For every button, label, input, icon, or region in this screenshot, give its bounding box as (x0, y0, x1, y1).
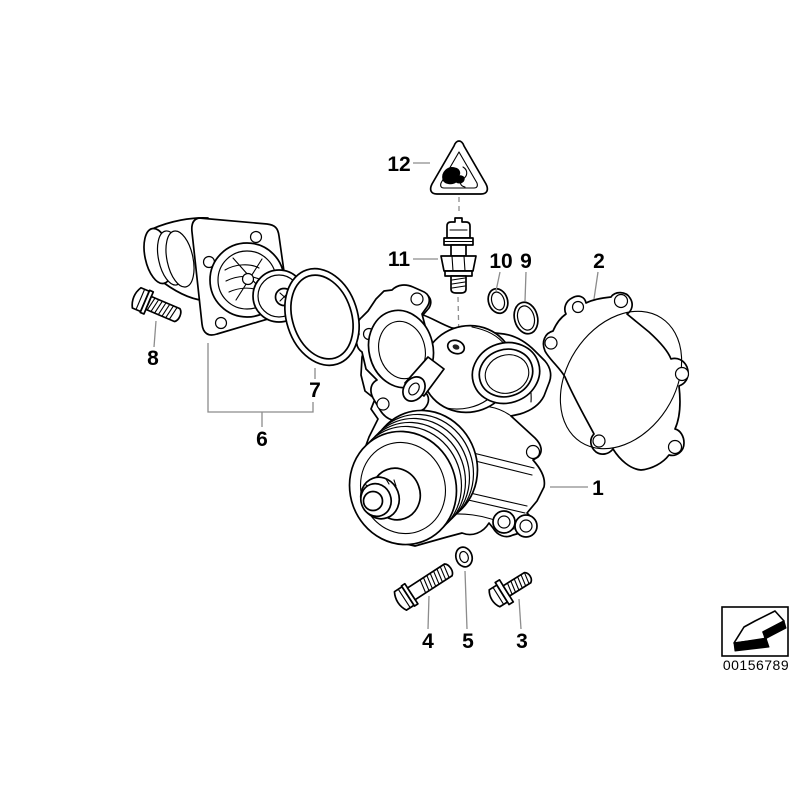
doc-number: 00156789 (723, 657, 789, 673)
shaft-bore (362, 490, 384, 512)
sealing-ring-10-part (487, 287, 509, 315)
service-manual-pictogram (442, 167, 465, 185)
callout-6[interactable]: 6 (256, 428, 268, 451)
callout-10[interactable]: 10 (489, 250, 512, 273)
bolt-4-part (393, 563, 454, 611)
callout-11[interactable]: 11 (388, 248, 411, 271)
bolt-thread (145, 295, 182, 323)
pump-flange-hole (376, 397, 390, 411)
sensor-hex-nut (440, 255, 477, 272)
gasket-bolt-hole (667, 439, 683, 455)
pump-flange-hole (410, 292, 424, 306)
callout-1[interactable]: 1 (592, 477, 604, 500)
bolt-8-part (131, 286, 182, 323)
gasket-part (542, 291, 690, 471)
o-ring-7-part (284, 267, 360, 367)
flange-bolt-hole (249, 230, 263, 244)
water-pump-part (348, 284, 552, 547)
bolt-3-part (488, 571, 533, 608)
gasket-inner-line (559, 310, 683, 450)
sensor-boss-hole (452, 344, 460, 350)
gasket-bolt-hole (544, 336, 558, 350)
gasket-bolt-hole (592, 434, 606, 448)
warning-triangle-icon (429, 140, 489, 195)
callout-5[interactable]: 5 (462, 630, 474, 653)
bracket-6 (207, 343, 314, 427)
gasket-bolt-hole (571, 300, 585, 314)
bolt-flange (494, 579, 515, 606)
stamp: 00156789 (721, 606, 789, 673)
leader-lines (153, 162, 599, 630)
callout-8[interactable]: 8 (147, 347, 159, 370)
bolt-thread (406, 563, 454, 601)
direction-arrow-icon (733, 610, 787, 652)
callout-12[interactable]: 12 (387, 153, 410, 176)
callout-7[interactable]: 7 (309, 379, 321, 402)
gasket-bolt-hole (674, 366, 690, 382)
flange-bolt-hole (214, 316, 228, 330)
callout-2[interactable]: 2 (593, 250, 605, 273)
callout-9[interactable]: 9 (520, 250, 532, 273)
thermostat-assembly-part (143, 217, 306, 336)
sealing-ring-9-part (513, 301, 539, 335)
sensor-thread (450, 275, 467, 294)
washer-5-part (454, 546, 474, 568)
temperature-sensor-part (440, 217, 477, 294)
callout-3[interactable]: 3 (516, 630, 528, 653)
pump-bolt-hole (525, 444, 541, 460)
gasket-bolt-hole (613, 293, 629, 309)
callout-4[interactable]: 4 (422, 630, 434, 653)
